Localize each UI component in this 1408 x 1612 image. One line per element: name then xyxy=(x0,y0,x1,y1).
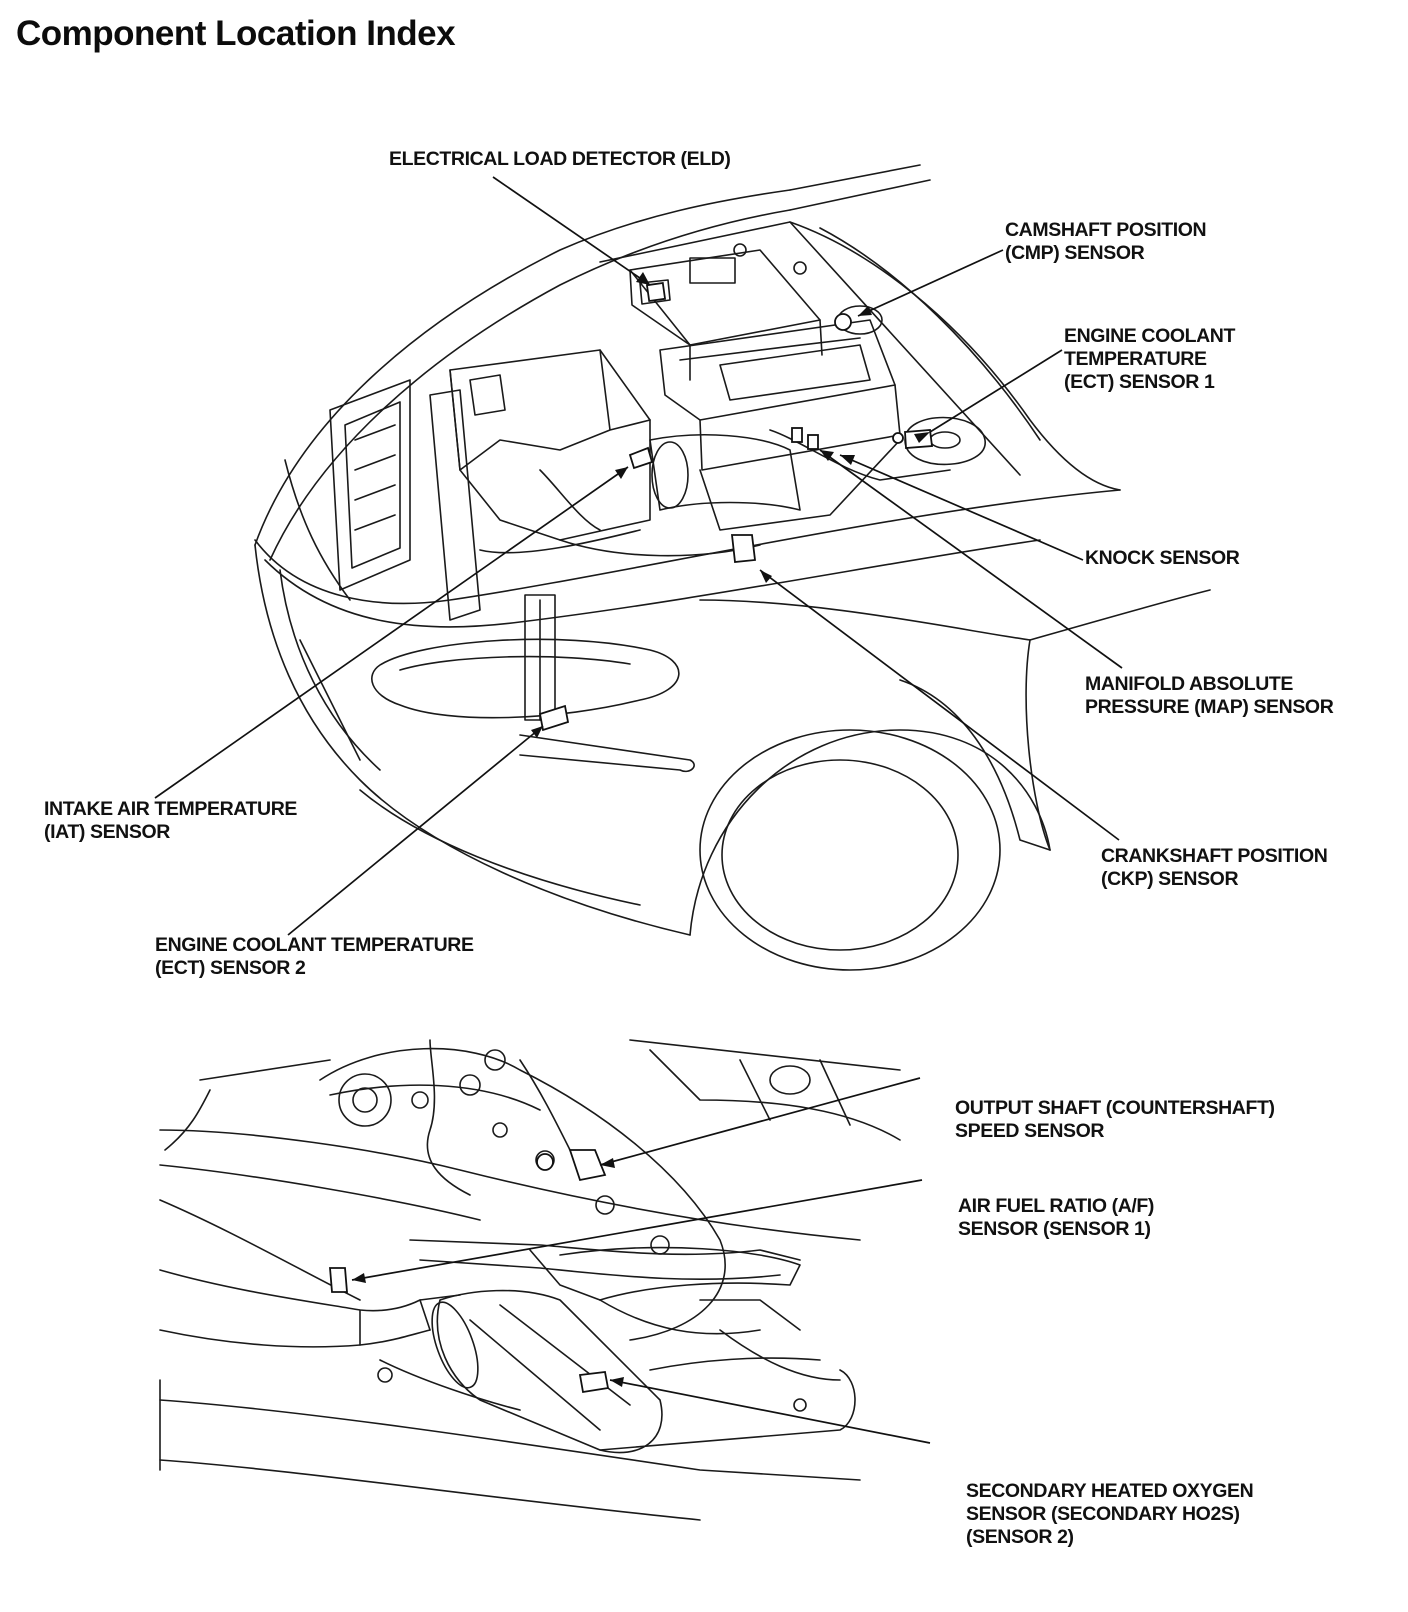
af-sensor-label: AIR FUEL RATIO (A/F) SENSOR (SENSOR 1) xyxy=(958,1195,1154,1241)
output-shaft-speed-sensor-label-line-2: SPEED SENSOR xyxy=(955,1120,1105,1142)
map-sensor-label-line-1: MANIFOLD ABSOLUTE xyxy=(1085,673,1294,695)
secondary-ho2s-label-line-3: (SENSOR 2) xyxy=(966,1526,1074,1548)
page-title: Component Location Index xyxy=(16,14,456,53)
iat-sensor-label-line-2: (IAT) SENSOR xyxy=(44,821,170,843)
iat-sensor-label: INTAKE AIR TEMPERATURE (IAT) SENSOR xyxy=(44,798,297,844)
ect1-sensor-label-line-3: (ECT) SENSOR 1 xyxy=(1064,371,1215,393)
cmp-sensor-label-line-2: (CMP) SENSOR xyxy=(1005,242,1145,264)
af-sensor-label-line-2: SENSOR (SENSOR 1) xyxy=(958,1218,1151,1240)
output-shaft-speed-sensor-label-line-1: OUTPUT SHAFT (COUNTERSHAFT) xyxy=(955,1097,1275,1119)
map-sensor-label-line-2: PRESSURE (MAP) SENSOR xyxy=(1085,696,1334,718)
iat-sensor-label-line-1: INTAKE AIR TEMPERATURE xyxy=(44,798,298,820)
secondary-ho2s-label: SECONDARY HEATED OXYGEN SENSOR (SECONDAR… xyxy=(966,1480,1254,1549)
ckp-sensor-label: CRANKSHAFT POSITION (CKP) SENSOR xyxy=(1101,845,1328,891)
secondary-ho2s-label-line-1: SECONDARY HEATED OXYGEN xyxy=(966,1480,1254,1502)
eld-label: ELECTRICAL LOAD DETECTOR (ELD) xyxy=(389,148,731,171)
output-shaft-speed-sensor-label: OUTPUT SHAFT (COUNTERSHAFT) SPEED SENSOR xyxy=(955,1097,1275,1143)
knock-sensor-label-line-1: KNOCK SENSOR xyxy=(1085,547,1240,569)
eld-label-line-1: ELECTRICAL LOAD DETECTOR (ELD) xyxy=(389,148,731,170)
knock-sensor-label: KNOCK SENSOR xyxy=(1085,547,1240,570)
cmp-sensor-label: CAMSHAFT POSITION (CMP) SENSOR xyxy=(1005,219,1207,265)
cmp-sensor-label-line-1: CAMSHAFT POSITION xyxy=(1005,219,1207,241)
ect1-sensor-label-line-1: ENGINE COOLANT xyxy=(1064,325,1235,347)
af-sensor-label-line-1: AIR FUEL RATIO (A/F) xyxy=(958,1195,1155,1217)
ect1-sensor-label-line-2: TEMPERATURE xyxy=(1064,348,1207,370)
ckp-sensor-label-line-2: (CKP) SENSOR xyxy=(1101,868,1239,890)
ckp-sensor-label-line-1: CRANKSHAFT POSITION xyxy=(1101,845,1328,867)
map-sensor-label: MANIFOLD ABSOLUTE PRESSURE (MAP) SENSOR xyxy=(1085,673,1334,719)
ect2-sensor-label-line-2: (ECT) SENSOR 2 xyxy=(155,957,306,979)
ect2-sensor-label: ENGINE COOLANT TEMPERATURE (ECT) SENSOR … xyxy=(155,934,474,980)
ect2-sensor-label-line-1: ENGINE COOLANT TEMPERATURE xyxy=(155,934,474,956)
ect1-sensor-label: ENGINE COOLANT TEMPERATURE (ECT) SENSOR … xyxy=(1064,325,1235,394)
secondary-ho2s-label-line-2: SENSOR (SECONDARY HO2S) xyxy=(966,1503,1240,1525)
